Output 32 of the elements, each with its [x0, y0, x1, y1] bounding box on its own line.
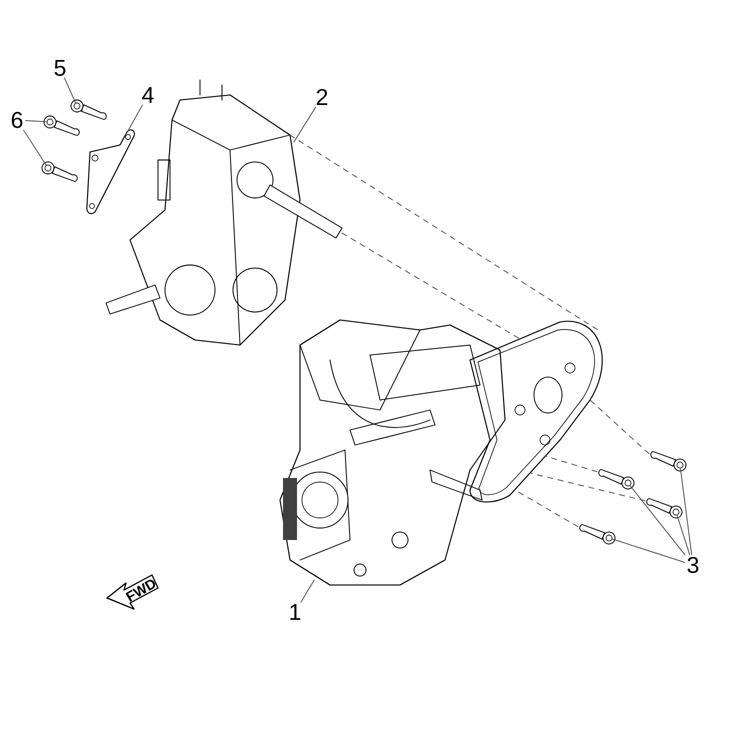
bolt-drawing: [44, 116, 80, 136]
assembly-line: [530, 472, 646, 502]
bracket-drawing: [86, 129, 135, 214]
transfer-case-drawing: [106, 80, 342, 346]
leader-line: [612, 538, 685, 563]
direction-label: FWD: [126, 580, 156, 602]
leader-line: [293, 106, 316, 142]
leader-line: [300, 580, 315, 602]
callout-number: 5: [54, 60, 66, 76]
bolt-drawing: [646, 498, 682, 518]
callout-number: 3: [688, 556, 698, 574]
leader-line: [64, 78, 76, 104]
leader-line: [25, 120, 48, 122]
bolt-drawing: [650, 451, 686, 472]
leader-line: [630, 486, 686, 556]
bolt-drawing: [579, 524, 616, 544]
engine-drawing: [279, 319, 506, 586]
leader-line: [680, 468, 692, 556]
callout-number: 4: [142, 87, 154, 103]
leader-line: [125, 104, 143, 136]
cover-gasket-drawing: [469, 320, 603, 502]
callout-number: 1: [290, 604, 300, 620]
bolt-drawing: [42, 162, 78, 182]
assembly-line: [290, 134, 598, 330]
assembly-line: [544, 456, 598, 472]
bolt-drawing: [598, 469, 634, 490]
assembly-line: [590, 400, 650, 454]
leader-line: [23, 130, 47, 166]
leader-line: [676, 514, 690, 556]
callout-number: 2: [316, 89, 328, 105]
bolt-drawing: [70, 100, 107, 120]
callout-number: 6: [12, 112, 22, 128]
